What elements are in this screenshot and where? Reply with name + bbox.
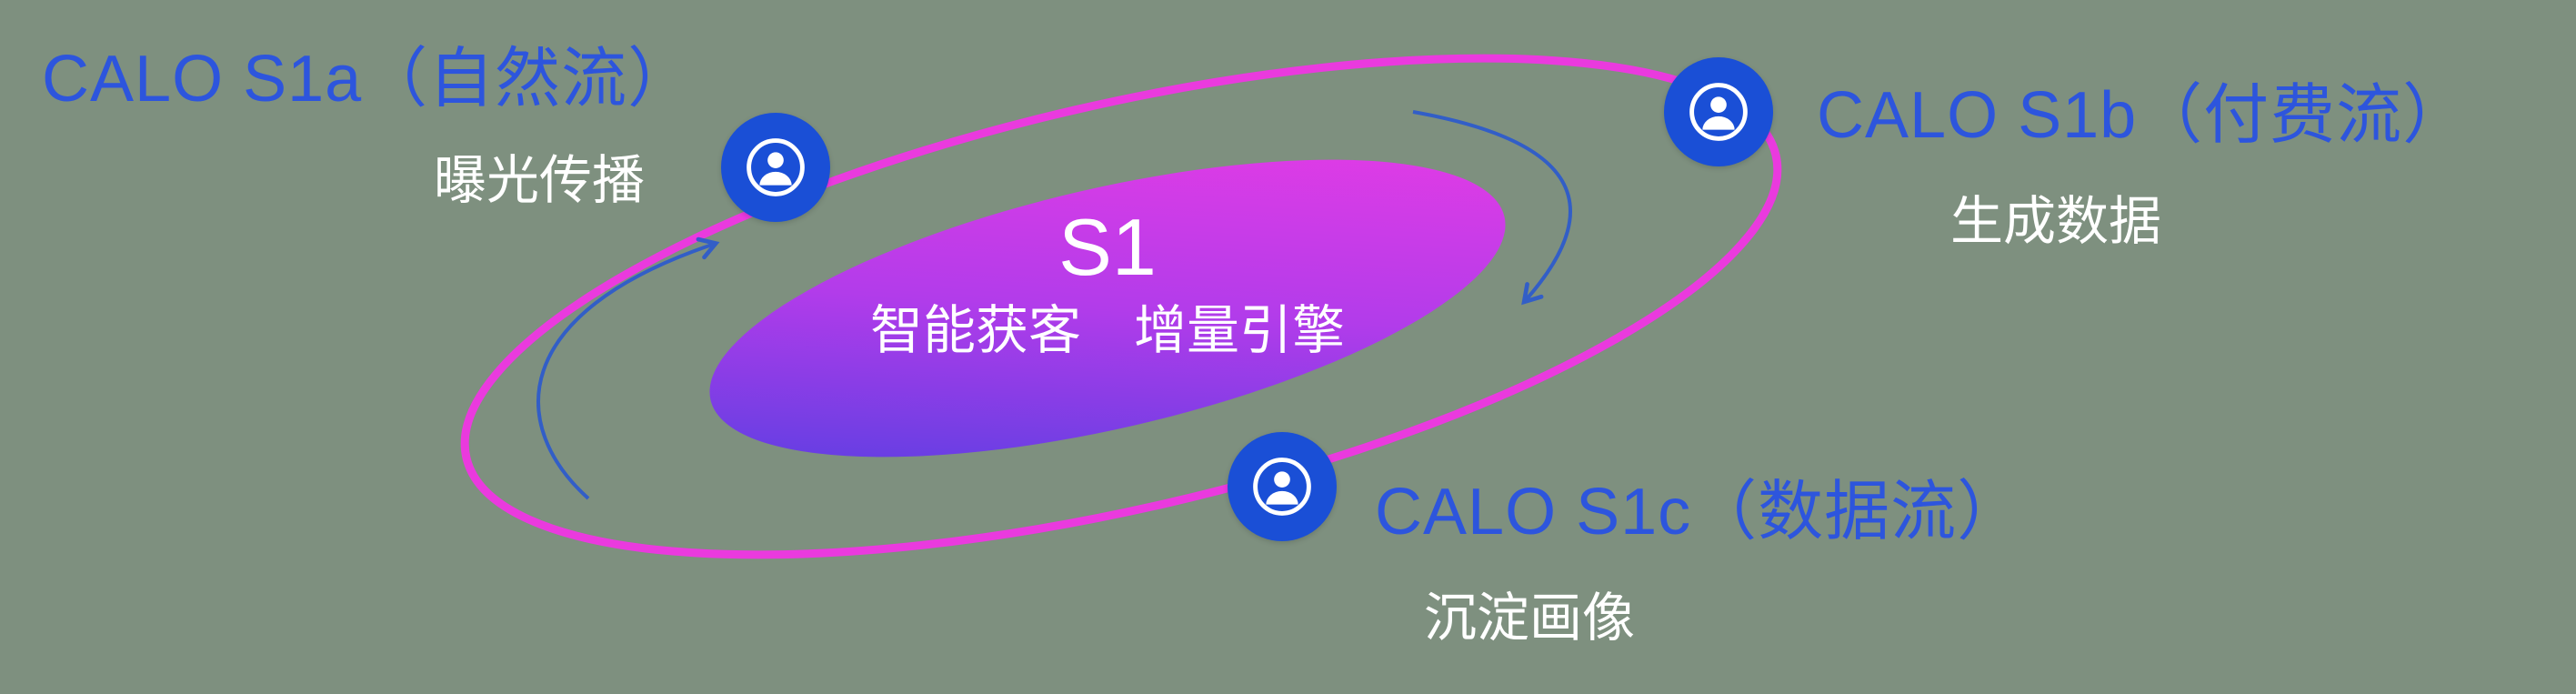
user-icon <box>1253 458 1311 516</box>
label-s1a-subtitle: 曝光传播 <box>434 151 646 210</box>
cycle-arrow-right <box>1412 110 1572 306</box>
label-s1c-title: CALO S1c（数据流） <box>1375 476 2024 548</box>
label-s1a-title: CALO S1a（自然流） <box>42 43 695 116</box>
core-gradient-ellipse <box>709 159 1506 458</box>
node-s1c <box>1228 432 1337 541</box>
node-s1a <box>721 113 830 222</box>
core-title: S1 <box>1058 202 1157 292</box>
user-icon <box>1689 83 1748 141</box>
user-icon <box>747 138 805 196</box>
node-s1b <box>1664 57 1773 166</box>
orbit-ring <box>460 54 1782 559</box>
core-subtitle: 智能获客 增量引擎 <box>869 301 1345 360</box>
label-s1b-title: CALO S1b（付费流） <box>1817 79 2470 152</box>
core-label-group: S1 智能获客 增量引擎 <box>817 207 1398 360</box>
cycle-arrow-left <box>536 236 720 500</box>
label-s1c-subtitle: 沉淀画像 <box>1424 588 1636 648</box>
label-s1b-subtitle: 生成数据 <box>1950 192 2162 251</box>
